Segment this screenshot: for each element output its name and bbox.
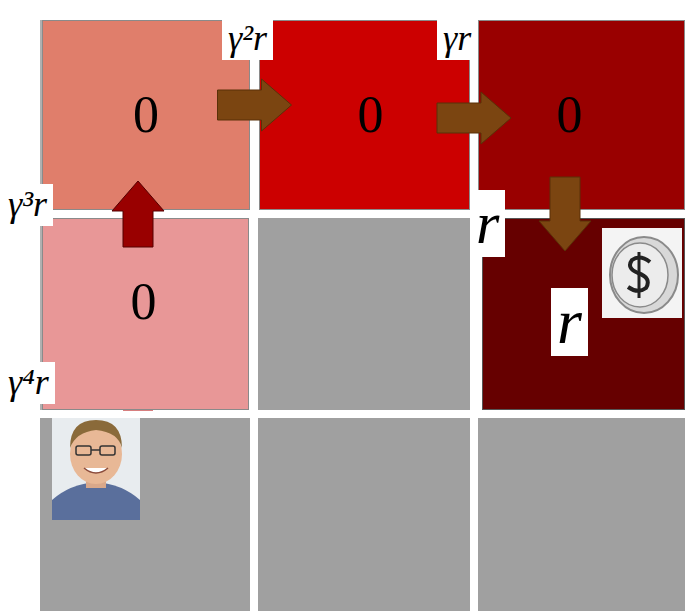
start-cell — [40, 418, 250, 611]
portrait-glasses — [100, 446, 115, 455]
empty-cell — [478, 418, 685, 611]
transition-arrow — [112, 181, 164, 247]
empty-cell — [258, 418, 470, 611]
discounted-reward: r — [470, 190, 505, 257]
portrait-hair — [70, 420, 122, 448]
state-value: 0 — [358, 89, 384, 141]
discounted-reward: γ⁴r — [2, 362, 55, 404]
state-value: 0 — [133, 89, 159, 141]
label-holder: γ²r — [222, 18, 273, 60]
transition-arrow — [539, 177, 591, 251]
coin-rim — [610, 237, 678, 313]
dollar-symbol — [638, 252, 641, 298]
portrait-smile — [84, 468, 108, 473]
label-holder: γ³r — [2, 184, 53, 226]
portrait-glasses — [91, 449, 100, 451]
discounted-reward: γ²r — [222, 18, 273, 60]
empty-cell — [258, 218, 470, 410]
transition-arrow — [218, 79, 292, 131]
state-value: 0 — [557, 89, 583, 141]
transition-arrow — [437, 92, 511, 144]
portrait-glasses — [76, 446, 91, 455]
portrait-ground — [52, 418, 140, 520]
grid-cell: 0 — [478, 20, 685, 210]
discounted-reward: γr — [437, 18, 477, 60]
state-value: 0 — [131, 276, 157, 328]
agent-portrait — [52, 418, 140, 520]
coin-face — [612, 243, 668, 307]
label-holder: γ⁴r — [2, 362, 55, 404]
coin-icon — [610, 237, 678, 313]
discounted-reward: γ³r — [2, 184, 53, 226]
label-holder: γr — [437, 18, 477, 60]
label-holder: r — [470, 190, 505, 257]
coin-ground — [602, 228, 682, 318]
state-value: r — [551, 288, 588, 356]
